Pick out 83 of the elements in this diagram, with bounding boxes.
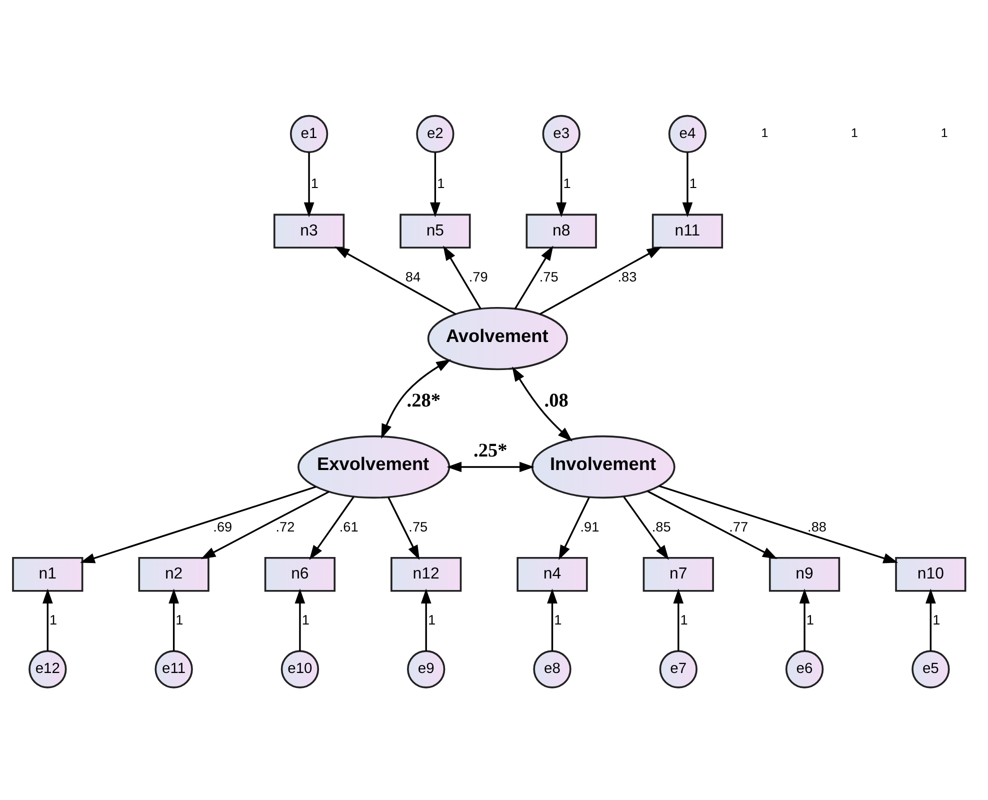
edge-label: .85 <box>652 518 671 534</box>
edge-label: 1 <box>302 612 310 627</box>
arrow <box>926 588 936 651</box>
arrow <box>294 588 306 651</box>
node-box: n12 <box>390 556 462 592</box>
edge-label: 1 <box>554 612 562 627</box>
arrow <box>388 496 420 560</box>
arrow <box>556 152 567 217</box>
node-ellipse: Involvement <box>531 434 676 498</box>
arrow <box>200 490 330 559</box>
node-box: n10 <box>895 556 966 592</box>
arrow <box>443 245 482 309</box>
arrow <box>512 366 572 441</box>
edge-label: 1 <box>563 176 571 191</box>
label: 1 <box>940 126 948 140</box>
arrow <box>539 246 662 314</box>
node-box: n2 <box>138 556 210 592</box>
node-circle: e2 <box>416 114 454 153</box>
edge-label: .61 <box>339 518 358 534</box>
edge-label: 1 <box>437 176 445 191</box>
node-circle: e9 <box>407 650 446 688</box>
edge-label: .69 <box>213 518 232 534</box>
edge-label: .91 <box>580 518 600 534</box>
edge-label: .08 <box>544 390 568 411</box>
node-circle: e4 <box>668 114 707 153</box>
node-circle: e6 <box>785 650 824 688</box>
node-circle: e8 <box>533 650 572 688</box>
label: 1 <box>851 126 858 140</box>
node-box: n7 <box>642 556 714 592</box>
edge-label: .83 <box>618 268 637 284</box>
node-circle: e5 <box>912 650 950 688</box>
node-box: n5 <box>400 213 471 248</box>
node-box: n4 <box>516 556 588 592</box>
node-ellipse: Exvolvement <box>298 434 450 498</box>
edge-label: 1 <box>932 612 940 627</box>
edge-label: 1 <box>428 612 436 627</box>
edge-label: .79 <box>468 268 488 284</box>
arrow <box>42 588 53 651</box>
arrow <box>334 246 456 314</box>
arrow <box>80 485 316 563</box>
edge-label: .77 <box>729 518 748 534</box>
edge-label: 1 <box>310 176 319 191</box>
arrow <box>514 245 554 309</box>
edge-label: 1 <box>176 612 184 627</box>
arrow <box>430 152 440 217</box>
arrow <box>309 496 354 560</box>
arrow <box>420 588 432 651</box>
node-box: n8 <box>526 213 597 248</box>
arrow <box>547 588 558 651</box>
arrow <box>168 588 179 651</box>
label: 1 <box>761 126 768 140</box>
arrow <box>673 588 684 651</box>
node-circle: e7 <box>659 650 698 688</box>
node-box: n6 <box>264 556 336 592</box>
edge-label: .25* <box>474 440 508 461</box>
arrow <box>623 496 669 560</box>
node-circle: e1 <box>290 114 328 153</box>
edge-label: .75 <box>408 518 428 534</box>
edge-label: .88 <box>808 518 827 534</box>
arrow <box>446 461 534 472</box>
edge-label: 84 <box>405 268 421 284</box>
node-circle: e12 <box>28 650 67 688</box>
arrow <box>558 496 590 560</box>
node-box: n9 <box>768 556 840 592</box>
edge-label: .28* <box>406 390 441 411</box>
edge-label: 1 <box>806 612 814 627</box>
edge-label: .75 <box>539 268 558 284</box>
arrow <box>682 152 693 217</box>
arrow <box>304 152 314 217</box>
edge-label: 1 <box>689 176 697 191</box>
edge-label: .72 <box>276 518 295 534</box>
edge-label: 1 <box>680 612 688 627</box>
edge-label: 1 <box>50 612 58 627</box>
node-box: n11 <box>652 213 724 248</box>
node-box: n1 <box>12 556 84 592</box>
node-circle: e3 <box>542 114 580 153</box>
arrow <box>647 490 778 559</box>
arrow <box>799 588 810 651</box>
arrow <box>659 484 898 563</box>
node-box: n3 <box>273 213 345 248</box>
node-circle: e10 <box>280 650 320 688</box>
arrow <box>381 358 452 438</box>
node-circle: e11 <box>154 650 193 688</box>
